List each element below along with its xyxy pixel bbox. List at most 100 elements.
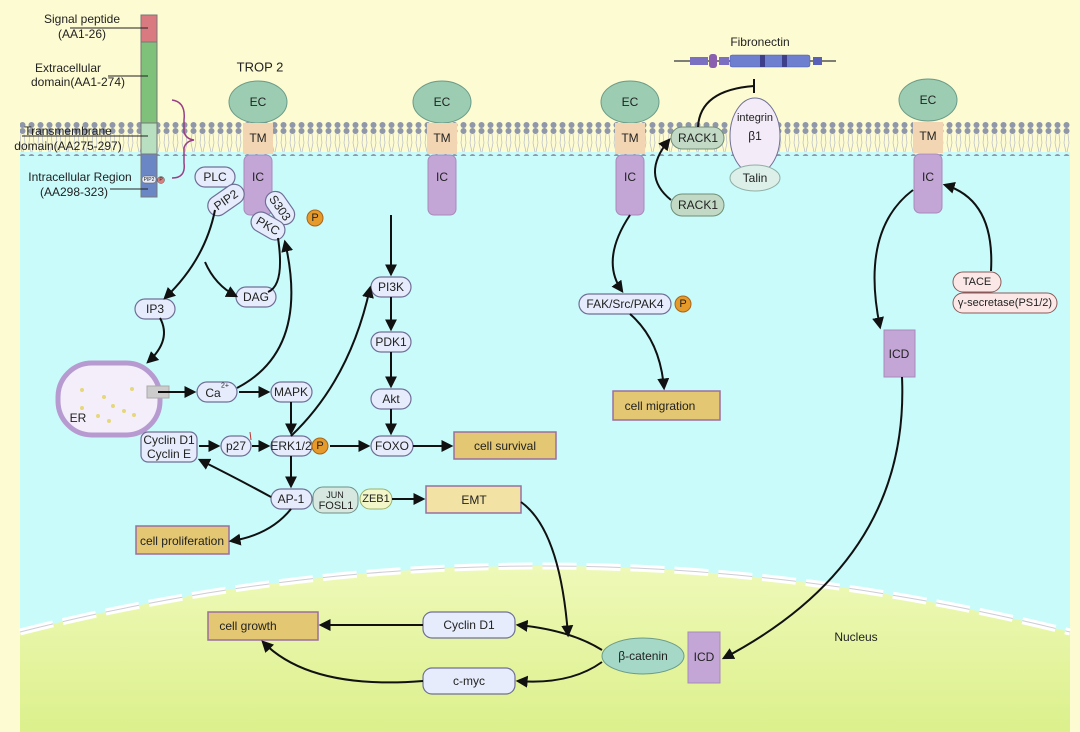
transmembrane-label: Transmembrane bbox=[24, 124, 112, 138]
svg-text:IC: IC bbox=[436, 170, 448, 184]
svg-text:P: P bbox=[316, 440, 323, 452]
signal-peptide-label: Signal peptide bbox=[44, 12, 120, 26]
svg-text:RACK1: RACK1 bbox=[678, 131, 718, 145]
trop2-receptor-2: EC TM IC bbox=[412, 80, 472, 216]
svg-text:cell survival: cell survival bbox=[474, 439, 536, 453]
svg-text:TM: TM bbox=[919, 129, 936, 143]
node-beta-catenin: β-catenin bbox=[601, 637, 685, 675]
svg-text:c-myc: c-myc bbox=[453, 674, 485, 688]
trop2-title: TROP 2 bbox=[237, 60, 284, 75]
trop2-domain-bar: PIP2 P bbox=[140, 14, 165, 198]
node-integrin-beta1: integrin β1 bbox=[729, 97, 781, 175]
node-ap1: AP-1 bbox=[270, 488, 313, 510]
intracellular-range: (AA298-323) bbox=[40, 185, 108, 199]
nucleus-label: Nucleus bbox=[834, 630, 877, 644]
svg-text:ICD: ICD bbox=[889, 347, 910, 361]
node-c-myc: c-myc bbox=[422, 667, 516, 695]
svg-text:β1: β1 bbox=[748, 129, 762, 143]
svg-text:cell migration: cell migration bbox=[625, 399, 696, 413]
svg-text:EC: EC bbox=[920, 93, 937, 107]
outcome-cell-proliferation: cell proliferation bbox=[135, 525, 230, 555]
trop2-receptor-3: EC TM IC bbox=[600, 80, 660, 216]
node-ip3: IP3 bbox=[134, 298, 176, 320]
node-pdk1: PDK1 bbox=[370, 331, 412, 353]
node-erk: ERK1/2 bbox=[270, 435, 313, 457]
trop2-receptor-1: EC TM IC bbox=[228, 80, 288, 216]
node-cyclin-d1-nucleus: Cyclin D1 bbox=[422, 611, 516, 639]
node-dag: DAG bbox=[235, 286, 277, 308]
phospho-fak: P bbox=[674, 295, 692, 313]
trop2-receptor-4: EC TM IC bbox=[898, 78, 958, 214]
svg-text:cell growth: cell growth bbox=[219, 619, 276, 633]
outcome-cell-growth: cell growth bbox=[207, 611, 319, 641]
extracellular-range: domain(AA1-274) bbox=[31, 75, 125, 89]
endoplasmic-reticulum: ER bbox=[55, 360, 170, 438]
svg-text:TM: TM bbox=[433, 131, 450, 145]
svg-text:FOSL1: FOSL1 bbox=[319, 500, 354, 512]
transmembrane-range: domain(AA275-297) bbox=[14, 139, 121, 153]
node-pkc: PKC bbox=[250, 211, 286, 241]
svg-text:EMT: EMT bbox=[461, 493, 487, 507]
extracellular-label: Extracellular bbox=[35, 61, 101, 75]
svg-text:Cyclin D1: Cyclin D1 bbox=[443, 618, 495, 632]
node-rack1-membrane: RACK1 bbox=[670, 126, 725, 150]
node-plc: PLC bbox=[194, 166, 236, 188]
node-zeb1: ZEB1 bbox=[359, 488, 393, 510]
node-foxo: FOXO bbox=[370, 435, 414, 457]
svg-text:P: P bbox=[311, 212, 318, 224]
node-talin: Talin bbox=[729, 164, 781, 192]
phospho-s303: P bbox=[306, 209, 324, 227]
pathway-arrows bbox=[146, 79, 993, 688]
svg-text:MAPK: MAPK bbox=[274, 385, 308, 399]
svg-text:β-catenin: β-catenin bbox=[618, 649, 668, 663]
er-label: ER bbox=[70, 411, 87, 425]
svg-text:cell proliferation: cell proliferation bbox=[140, 534, 224, 548]
node-fak-src-pak4: FAK/Src/PAK4 bbox=[578, 293, 672, 315]
signal-peptide-range: (AA1-26) bbox=[58, 27, 106, 41]
svg-text:ERK1/2: ERK1/2 bbox=[270, 439, 312, 453]
nucleus-region bbox=[20, 566, 1070, 732]
svg-text:IC: IC bbox=[624, 170, 636, 184]
outcome-emt: EMT bbox=[425, 485, 522, 514]
bar-p-label: P bbox=[159, 177, 163, 183]
svg-text:Akt: Akt bbox=[382, 392, 400, 406]
node-akt: Akt bbox=[370, 388, 412, 410]
svg-text:JUN: JUN bbox=[326, 490, 344, 500]
svg-text:integrin: integrin bbox=[737, 112, 773, 124]
svg-text:DAG: DAG bbox=[243, 290, 269, 304]
svg-text:γ-secretase(PS1/2): γ-secretase(PS1/2) bbox=[958, 297, 1052, 309]
outcome-cell-migration: cell migration bbox=[612, 390, 721, 421]
svg-text:IC: IC bbox=[252, 170, 264, 184]
svg-text:EC: EC bbox=[622, 95, 639, 109]
node-s303: S303 bbox=[264, 190, 296, 226]
svg-text:Cyclin D1: Cyclin D1 bbox=[143, 433, 195, 447]
phospho-erk: P bbox=[311, 437, 329, 455]
fibronectin-label: Fibronectin bbox=[730, 35, 789, 49]
svg-text:IC: IC bbox=[922, 170, 934, 184]
node-pi3k: PI3K bbox=[370, 276, 412, 298]
svg-text:PI3K: PI3K bbox=[378, 280, 404, 294]
svg-text:TACE: TACE bbox=[963, 276, 992, 288]
svg-text:TM: TM bbox=[621, 131, 638, 145]
svg-text:Cyclin E: Cyclin E bbox=[147, 447, 191, 461]
svg-text:AP-1: AP-1 bbox=[278, 492, 305, 506]
svg-text:FOXO: FOXO bbox=[375, 439, 409, 453]
intracellular-label: Intracellular Region bbox=[28, 170, 131, 184]
bar-pip2-label: PIP2 bbox=[144, 177, 155, 183]
node-mapk: MAPK bbox=[270, 381, 313, 403]
svg-text:Ca: Ca bbox=[205, 386, 221, 400]
node-p27: p27 bbox=[220, 431, 252, 457]
node-gamma-secretase: γ-secretase(PS1/2) bbox=[952, 292, 1058, 314]
fibronectin-strand bbox=[674, 54, 836, 68]
svg-text:P: P bbox=[679, 298, 686, 310]
svg-text:TM: TM bbox=[249, 131, 266, 145]
svg-text:PLC: PLC bbox=[203, 170, 227, 184]
svg-text:ICD: ICD bbox=[694, 650, 715, 664]
cell-membrane bbox=[20, 120, 1070, 156]
svg-text:IP3: IP3 bbox=[146, 302, 164, 316]
svg-text:Talin: Talin bbox=[743, 171, 768, 185]
